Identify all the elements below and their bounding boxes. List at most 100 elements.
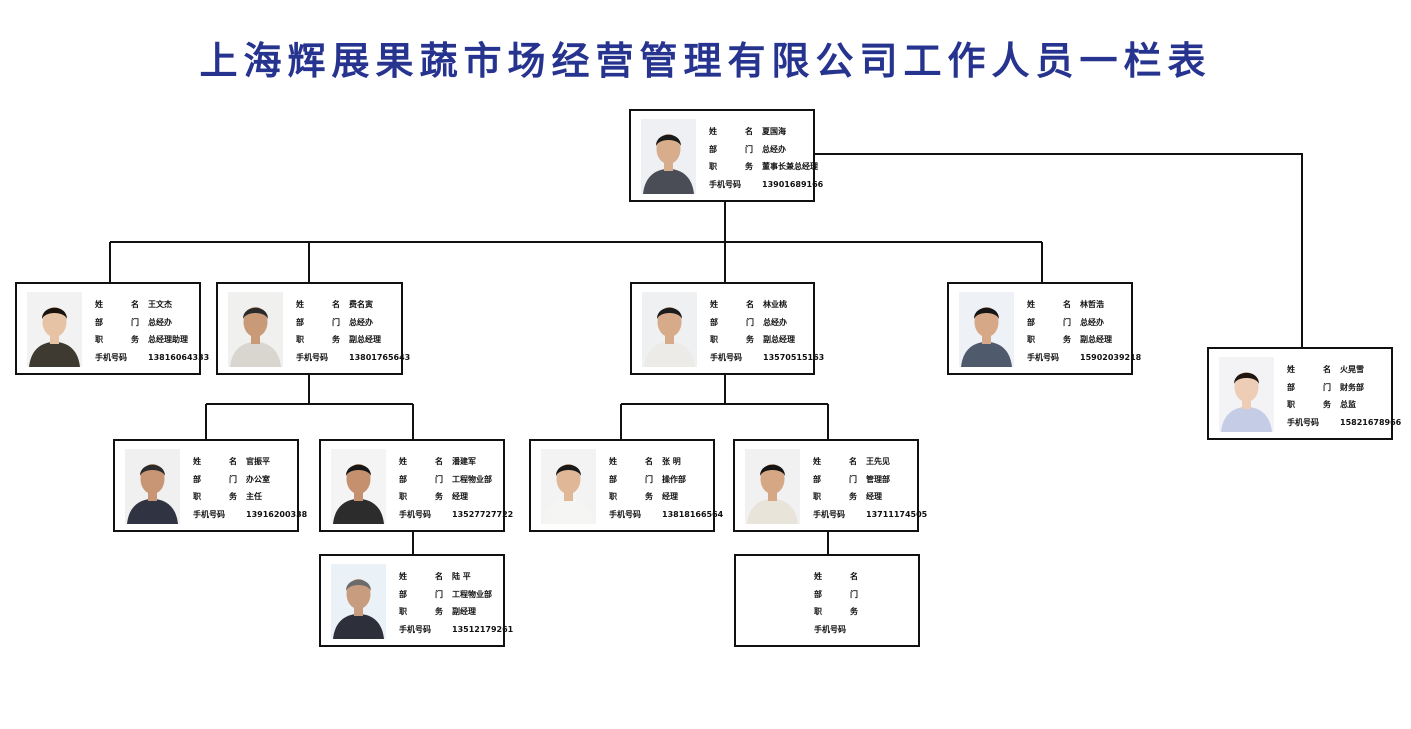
info-row-dept: 部门操作部 — [609, 471, 723, 489]
field-label-char: 名 — [746, 300, 754, 309]
person-photo — [959, 292, 1014, 367]
field-label: 职务 — [399, 488, 443, 506]
field-label-char: 务 — [435, 492, 443, 501]
field-label: 部门 — [710, 314, 754, 332]
info-row-title: 职务副总经理 — [1027, 331, 1141, 349]
info-row-dept: 部门总经办 — [296, 314, 410, 332]
field-value-dept: 办公室 — [246, 474, 270, 484]
field-label: 部门 — [296, 314, 340, 332]
field-label: 职务 — [1287, 396, 1331, 414]
field-value-dept: 管理部 — [866, 474, 890, 484]
field-label: 部门 — [399, 471, 443, 489]
field-label-char: 职 — [296, 335, 304, 344]
field-label-char: 名 — [332, 300, 340, 309]
field-value-title: 副经理 — [452, 607, 476, 616]
field-value-name: 官振平 — [246, 457, 270, 466]
info-row-dept: 部门工程物业部 — [399, 586, 513, 604]
field-label: 部门 — [399, 586, 443, 604]
person-photo — [642, 292, 697, 367]
field-label: 职务 — [813, 488, 857, 506]
field-label-char: 部 — [95, 317, 103, 327]
field-label-char: 部 — [710, 317, 718, 327]
info-row-phone: 手机号码 15902039218 — [1027, 349, 1141, 367]
info-row-phone: 手机号码 13512179261 — [399, 621, 513, 639]
field-label-char: 职 — [95, 335, 103, 344]
field-label-char: 职 — [1287, 400, 1295, 409]
info-row-phone: 手机号码 — [814, 621, 867, 639]
field-label: 手机号码 — [399, 624, 431, 634]
field-value-title: 主任 — [246, 492, 262, 501]
field-label: 手机号码 — [399, 509, 431, 519]
person-photo — [331, 564, 386, 639]
field-label: 姓名 — [399, 568, 443, 586]
info-row-dept: 部门总经办 — [95, 314, 209, 332]
field-value-title: 经理 — [452, 492, 468, 501]
field-label-char: 务 — [849, 492, 857, 501]
info-row-dept: 部门工程物业部 — [399, 471, 513, 489]
field-value-phone: 13916200338 — [246, 509, 308, 519]
field-label: 职务 — [399, 603, 443, 621]
field-label-char: 部 — [709, 144, 717, 154]
field-value-dept: 总经办 — [349, 317, 373, 327]
field-label-char: 名 — [435, 457, 443, 466]
field-label-char: 门 — [850, 589, 858, 599]
info-row-name: 姓名潘建军 — [399, 453, 513, 471]
field-label: 手机号码 — [1027, 352, 1059, 362]
field-value-name: 林哲浩 — [1080, 300, 1104, 309]
field-label-char: 务 — [745, 162, 753, 171]
field-label-char: 务 — [850, 607, 858, 616]
field-value-phone: 13801765643 — [349, 352, 411, 362]
info-row-title: 职务主任 — [193, 488, 307, 506]
field-value-name: 林业桃 — [763, 300, 787, 309]
field-label: 职务 — [609, 488, 653, 506]
person-info: 姓名陆 平部门工程物业部职务副经理手机号码 13512179261 — [399, 568, 513, 638]
info-row-phone: 手机号码 13916200338 — [193, 506, 307, 524]
person-photo — [641, 119, 696, 194]
field-label-char: 姓 — [1027, 300, 1035, 309]
field-label-char: 务 — [645, 492, 653, 501]
field-value-phone: 13512179261 — [452, 624, 514, 634]
field-label-char: 职 — [193, 492, 201, 501]
field-value-dept: 工程物业部 — [452, 474, 492, 484]
field-value-dept: 总经办 — [148, 317, 172, 327]
field-value-phone: 15902039218 — [1080, 352, 1142, 362]
field-label: 手机号码 — [813, 509, 845, 519]
field-label-char: 部 — [609, 474, 617, 484]
info-row-name: 姓名王文杰 — [95, 296, 209, 314]
field-label-char: 名 — [229, 457, 237, 466]
field-value-phone: 13816064333 — [148, 352, 210, 362]
field-label: 手机号码 — [193, 509, 225, 519]
field-label-char: 名 — [435, 572, 443, 581]
field-value-phone: 15821678966 — [1340, 417, 1402, 427]
field-label-char: 部 — [193, 474, 201, 484]
person-photo — [27, 292, 82, 367]
field-label-char: 姓 — [95, 300, 103, 309]
info-row-title: 职务总监 — [1287, 396, 1401, 414]
field-label-char: 名 — [745, 127, 753, 136]
field-value-dept: 总经办 — [1080, 317, 1104, 327]
org-card-lu: 姓名陆 平部门工程物业部职务副经理手机号码 13512179261 — [319, 554, 513, 647]
field-label: 姓名 — [296, 296, 340, 314]
field-label: 职务 — [709, 158, 753, 176]
field-value-name: 王先见 — [866, 457, 890, 466]
info-row-dept: 部门管理部 — [813, 471, 927, 489]
field-label-char: 部 — [1287, 382, 1295, 392]
field-label-char: 门 — [849, 474, 857, 484]
field-label-char: 名 — [849, 457, 857, 466]
info-row-name: 姓名陆 平 — [399, 568, 513, 586]
field-label: 姓名 — [710, 296, 754, 314]
field-label-char: 职 — [399, 492, 407, 501]
